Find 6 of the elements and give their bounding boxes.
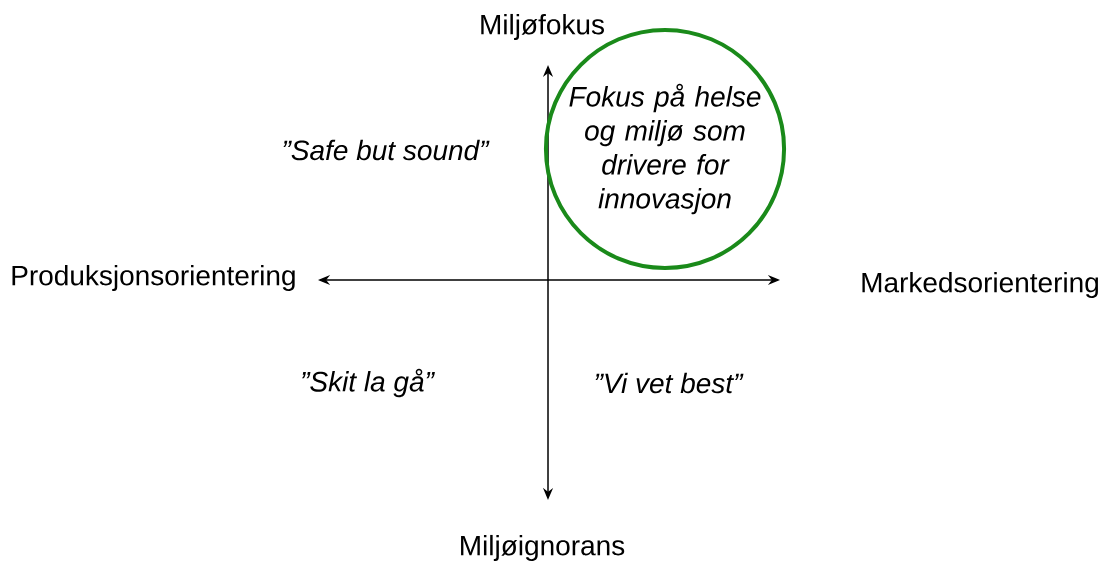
quadrant-label: ”Vi vet best” bbox=[595, 372, 744, 394]
quadrant-label: ”Skit la gå” bbox=[301, 368, 435, 398]
axis-label: Markedsorientering bbox=[862, 271, 1098, 299]
axis-label: Miljøignorans bbox=[461, 534, 625, 562]
axis-label: Produksjonsorientering bbox=[12, 264, 295, 292]
quadrant-label: ”Safe but sound” bbox=[283, 139, 490, 161]
